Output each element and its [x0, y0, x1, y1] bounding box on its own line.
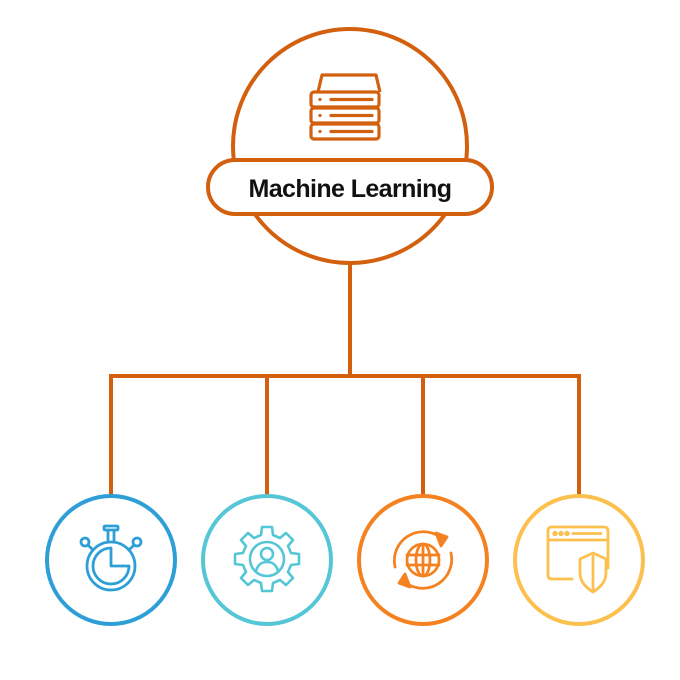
browser-shield-icon [546, 525, 610, 594]
child-node-globe-sync [357, 494, 489, 626]
globe-sync-icon [392, 530, 454, 590]
child-node-stopwatch [45, 494, 177, 626]
server-stack-icon [309, 73, 382, 141]
root-node: Machine Learning [206, 27, 494, 265]
stopwatch-icon [79, 524, 143, 592]
root-label-pill: Machine Learning [206, 158, 494, 216]
connector-lines [109, 262, 581, 497]
root-label: Machine Learning [249, 175, 452, 203]
child-node-browser-shield [513, 494, 645, 626]
gear-user-icon [233, 525, 301, 593]
child-node-gear-user [201, 494, 333, 626]
